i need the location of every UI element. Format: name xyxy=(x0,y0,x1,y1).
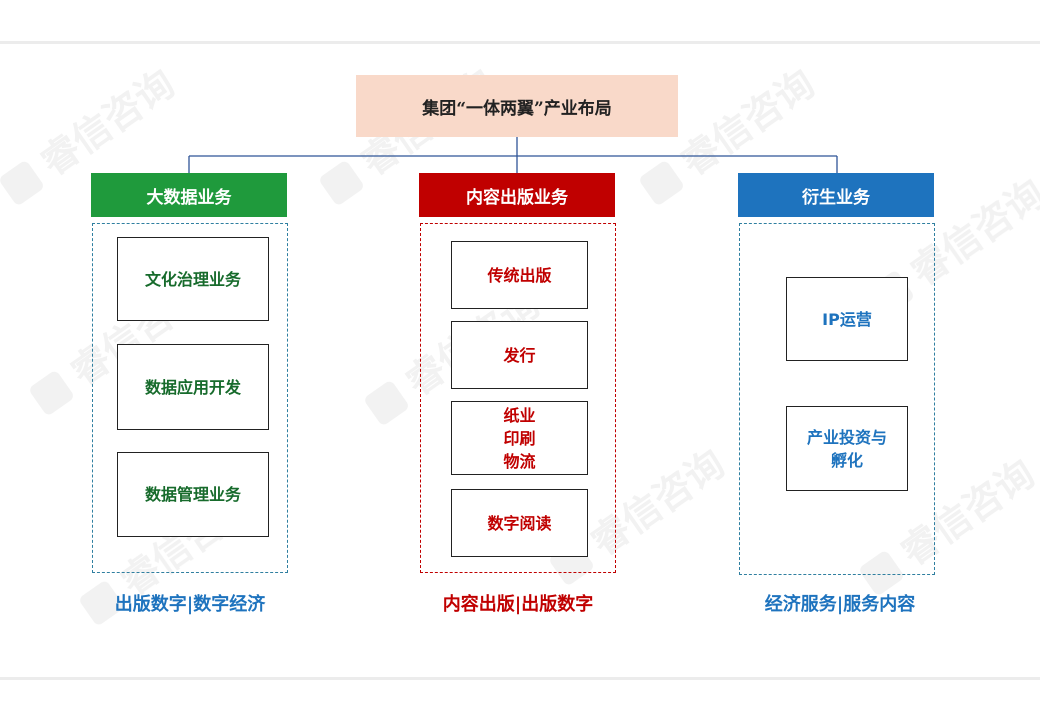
column-group-big-data xyxy=(92,223,288,573)
caption-big-data: 出版数字|数字经济 xyxy=(114,594,266,615)
item-label: 数字阅读 xyxy=(487,513,552,533)
item-label: 数据应用开发 xyxy=(144,377,241,397)
item-ip-operation: IP运营 xyxy=(786,277,908,361)
column-header-label: 内容出版业务 xyxy=(466,187,568,208)
item-digital-reading: 数字阅读 xyxy=(451,489,588,557)
item-data-app-dev: 数据应用开发 xyxy=(117,344,269,430)
column-header-big-data: 大数据业务 xyxy=(91,173,287,217)
root-node: 集团“一体两翼”产业布局 xyxy=(356,75,678,137)
column-group-content-publishing xyxy=(420,223,616,573)
item-label: IP运营 xyxy=(822,309,872,329)
item-data-management: 数据管理业务 xyxy=(117,452,269,537)
column-header-derivative: 衍生业务 xyxy=(738,173,934,217)
item-industry-investment: 产业投资与 孵化 xyxy=(786,406,908,491)
item-label: 发行 xyxy=(503,345,536,365)
caption-derivative: 经济服务|服务内容 xyxy=(764,594,916,615)
item-paper-printing-logistics: 纸业 印刷 物流 xyxy=(451,401,588,475)
item-label: 文化治理业务 xyxy=(144,269,241,289)
item-label: 纸业 印刷 物流 xyxy=(503,405,536,471)
column-header-content-publishing: 内容出版业务 xyxy=(419,173,615,217)
bottom-rule xyxy=(0,677,1040,680)
item-label: 产业投资与 孵化 xyxy=(806,427,887,470)
column-group-derivative xyxy=(739,223,935,575)
root-label: 集团“一体两翼”产业布局 xyxy=(422,98,612,119)
caption-content-publishing: 内容出版|出版数字 xyxy=(442,594,594,615)
column-header-label: 大数据业务 xyxy=(146,187,232,208)
item-label: 传统出版 xyxy=(487,265,552,285)
item-culture-governance: 文化治理业务 xyxy=(117,237,269,321)
column-header-label: 衍生业务 xyxy=(802,187,870,208)
top-rule xyxy=(0,41,1040,44)
item-distribution: 发行 xyxy=(451,321,588,389)
item-label: 数据管理业务 xyxy=(144,485,241,504)
item-traditional-publishing: 传统出版 xyxy=(451,241,588,309)
